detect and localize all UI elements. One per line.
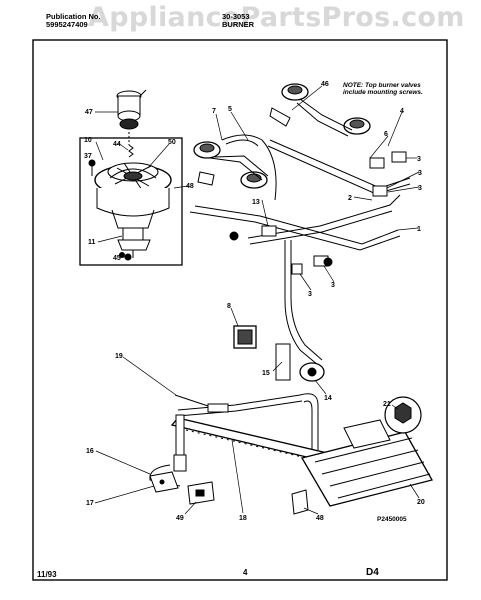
callout-49: 49 bbox=[176, 515, 184, 522]
callout-48-upper: 48 bbox=[186, 183, 194, 190]
page-frame bbox=[32, 39, 448, 581]
callout-3-e: 3 bbox=[331, 282, 335, 289]
leader-lines bbox=[94, 85, 420, 515]
callout-2: 2 bbox=[348, 195, 352, 202]
callout-4: 4 bbox=[400, 108, 404, 115]
callout-19: 19 bbox=[115, 353, 123, 360]
note-line-1: NOTE: Top burner valves bbox=[343, 82, 421, 89]
burner-assembly-inset bbox=[79, 89, 183, 266]
callout-45: 45 bbox=[113, 255, 121, 262]
footer-date: 11/93 bbox=[37, 570, 57, 579]
callout-11: 11 bbox=[88, 239, 96, 246]
callout-20: 20 bbox=[417, 499, 425, 506]
main-assembly bbox=[149, 83, 433, 515]
callout-8: 8 bbox=[227, 303, 231, 310]
callout-10: 10 bbox=[84, 137, 92, 144]
callout-46: 46 bbox=[321, 81, 329, 88]
section-title: BURNER bbox=[222, 20, 255, 29]
callout-18: 18 bbox=[239, 515, 247, 522]
callout-14: 14 bbox=[324, 395, 332, 402]
callout-6: 6 bbox=[384, 131, 388, 138]
callout-3-b: 3 bbox=[418, 170, 422, 177]
publication-number: 5995247409 bbox=[46, 20, 88, 29]
model-code: 30-3053 bbox=[222, 12, 250, 21]
callout-1: 1 bbox=[417, 226, 421, 233]
watermark: AppliancePartsPros.com bbox=[88, 2, 465, 33]
callout-7: 7 bbox=[212, 108, 216, 115]
callout-3-c: 3 bbox=[418, 185, 422, 192]
callout-17: 17 bbox=[86, 500, 94, 507]
note-line-2: include mounting screws. bbox=[343, 89, 423, 96]
callout-13: 13 bbox=[252, 199, 260, 206]
callout-5: 5 bbox=[228, 106, 232, 113]
footer-code: D4 bbox=[366, 567, 379, 578]
callout-48-lower: 48 bbox=[316, 515, 324, 522]
callout-44: 44 bbox=[113, 141, 121, 148]
callout-3-d: 3 bbox=[308, 291, 312, 298]
figure-code: P2450005 bbox=[377, 516, 407, 523]
note: NOTE: Top burner valves include mounting… bbox=[343, 82, 423, 96]
callout-3-a: 3 bbox=[417, 156, 421, 163]
callout-37: 37 bbox=[84, 153, 92, 160]
callout-numbers: 47 10 37 44 50 48 11 45 7 5 46 4 6 3 3 3… bbox=[84, 81, 425, 522]
callout-16: 16 bbox=[86, 448, 94, 455]
callout-15: 15 bbox=[262, 370, 270, 377]
callout-50: 50 bbox=[168, 139, 176, 146]
callout-21: 21 bbox=[383, 401, 391, 408]
callout-47: 47 bbox=[85, 109, 93, 116]
footer-page: 4 bbox=[243, 568, 248, 577]
publication-label: Publication No. bbox=[46, 12, 101, 21]
